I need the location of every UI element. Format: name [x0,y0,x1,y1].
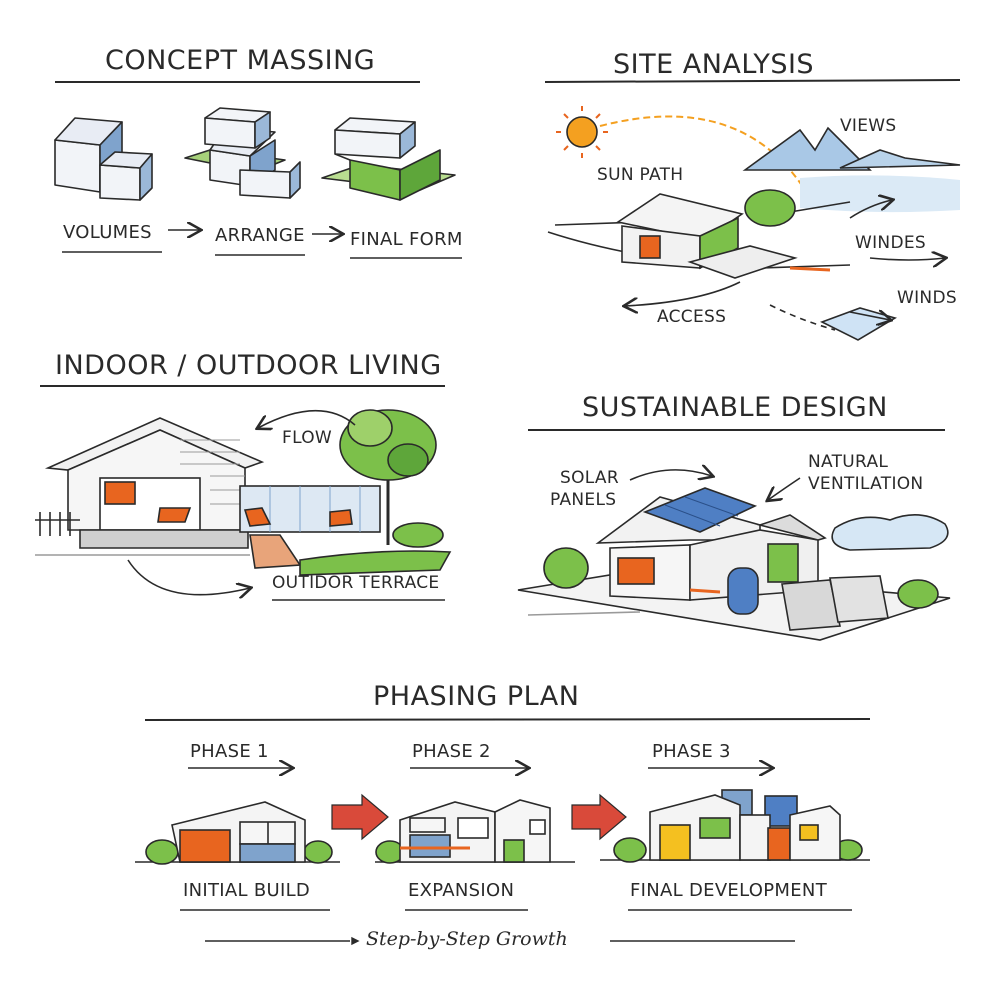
terrace-label: OUTIDOR TERRACE [272,573,440,593]
concept-massing-title: CONCEPT MASSING [105,45,376,76]
sun-path-label: SUN PATH [597,165,684,185]
site-analysis-sketch [547,106,961,341]
step-arrange: ARRANGE [215,225,305,246]
indoor-outdoor-sketch [35,409,452,576]
phase-1-label: PHASE 1 [190,741,269,762]
solar-label-line2: PANELS [550,490,617,510]
concept-arrows [62,230,462,259]
views-label: VIEWS [840,116,897,136]
footer-caption: Step-by-Step Growth [366,928,568,950]
sun-icon [566,116,598,148]
sustainable-design-title: SUSTAINABLE DESIGN [582,392,888,423]
site-analysis-title: SITE ANALYSIS [613,49,815,80]
phase-1-caption: INITIAL BUILD [183,880,311,901]
footer-lines [205,936,795,946]
access-label: ACCESS [657,307,727,327]
winds-label-1: WINDES [855,233,926,253]
indoor-outdoor-title: INDOOR / OUTDOOR LIVING [55,350,442,381]
phasing-plan-title: PHASING PLAN [373,681,580,712]
solar-label-line1: SOLAR [560,468,619,488]
flow-label: FLOW [282,428,333,448]
transition-arrow-2 [571,793,627,841]
phase-2-label: PHASE 2 [412,741,491,762]
winds-label-2: WINDS [897,288,957,308]
phase-3-label: PHASE 3 [652,741,731,762]
sustainable-sketch [517,487,951,641]
concept-massing-sketch [54,107,456,201]
sustainable-arrows [527,470,801,616]
phase-buildings [135,789,870,865]
phase-2-caption: EXPANSION [408,880,515,901]
ventilation-label-line1: NATURAL [808,452,889,472]
site-arrows [625,200,945,331]
indoor-arrows [127,409,445,601]
step-final-form: FINAL FORM [350,229,463,250]
phase-3-caption: FINAL DEVELOPMENT [630,880,827,901]
heading-underlines [40,79,961,721]
ventilation-label-line2: VENTILATION [808,474,924,494]
step-volumes: VOLUMES [63,222,152,243]
phase-transition-arrows [331,793,627,841]
transition-arrow-1 [331,793,389,841]
